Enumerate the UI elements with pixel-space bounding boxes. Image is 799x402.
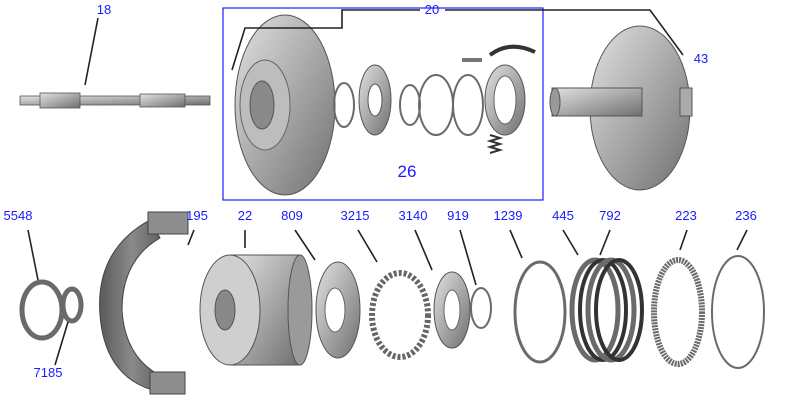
label-5548[interactable]: 5548 [4, 208, 33, 223]
pump-group-box [222, 7, 544, 201]
large-snap-ring-part[interactable] [711, 255, 765, 369]
thrust-washer-part[interactable] [60, 286, 84, 324]
label-18[interactable]: 18 [97, 2, 111, 17]
piston-part[interactable] [315, 261, 361, 359]
label-236[interactable]: 236 [735, 208, 757, 223]
band-part[interactable] [99, 211, 189, 395]
small-snap-ring-part[interactable] [470, 287, 492, 329]
drum-part[interactable] [199, 254, 313, 366]
pressure-plate-part[interactable] [651, 257, 705, 367]
label-1239[interactable]: 1239 [494, 208, 523, 223]
input-shaft-part[interactable] [19, 92, 211, 109]
label-26[interactable]: 26 [398, 162, 417, 181]
label-792[interactable]: 792 [599, 208, 621, 223]
retainer-part[interactable] [433, 271, 471, 349]
pump-body-part[interactable] [234, 14, 336, 196]
label-3140[interactable]: 3140 [399, 208, 428, 223]
label-445[interactable]: 445 [552, 208, 574, 223]
pump-internals[interactable] [333, 44, 536, 154]
label-3215[interactable]: 3215 [341, 208, 370, 223]
label-195[interactable]: 195 [186, 208, 208, 223]
label-919[interactable]: 919 [447, 208, 469, 223]
label-20[interactable]: 20 [425, 2, 439, 17]
outer-washer-part[interactable] [19, 279, 65, 341]
snap-ring-part[interactable] [513, 260, 567, 364]
label-223[interactable]: 223 [675, 208, 697, 223]
label-7185[interactable]: 7185 [34, 365, 63, 380]
clutch-pack-part[interactable] [569, 257, 644, 363]
label-22[interactable]: 22 [238, 208, 252, 223]
stator-support-part[interactable] [549, 25, 693, 191]
label-43[interactable]: 43 [694, 51, 708, 66]
label-809[interactable]: 809 [281, 208, 303, 223]
leader-lines [27, 9, 748, 366]
springs-part[interactable] [369, 270, 431, 360]
